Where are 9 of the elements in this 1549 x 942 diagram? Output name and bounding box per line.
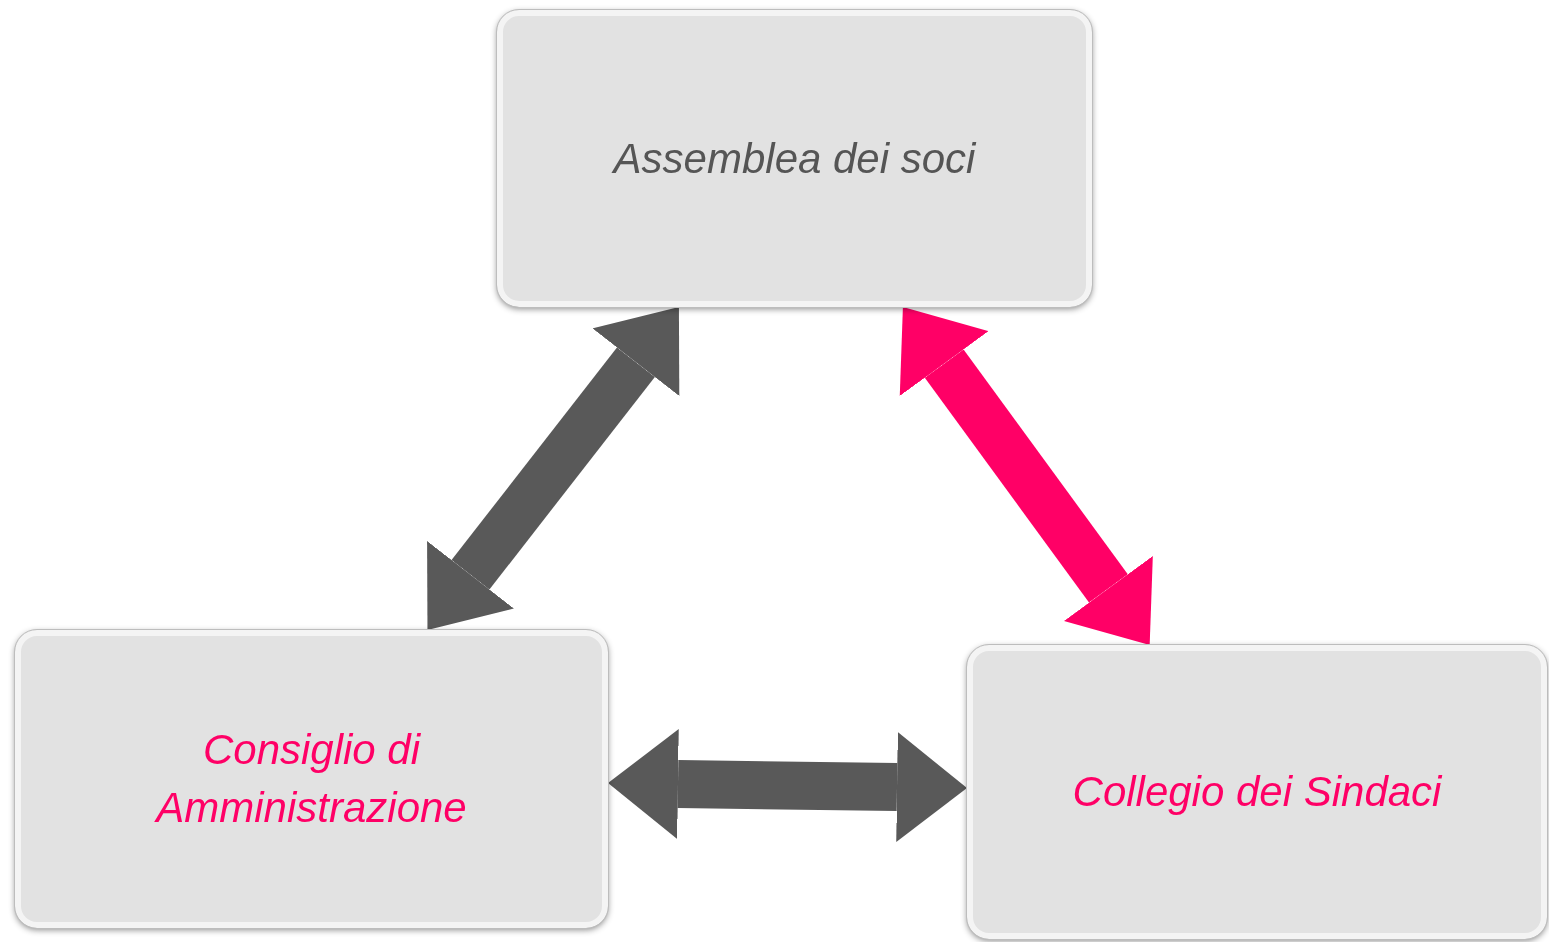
process-box — [497, 10, 1092, 307]
double-arrow — [608, 729, 967, 843]
box-label: Collegio dei Sindaci — [1072, 767, 1442, 817]
process-box — [15, 630, 608, 928]
box-label: Consiglio di Amministrazione — [153, 725, 468, 833]
double-arrow — [899, 307, 1153, 645]
double-arrow — [427, 307, 680, 630]
process-box — [967, 645, 1547, 939]
box-label: Assemblea dei soci — [613, 133, 976, 184]
